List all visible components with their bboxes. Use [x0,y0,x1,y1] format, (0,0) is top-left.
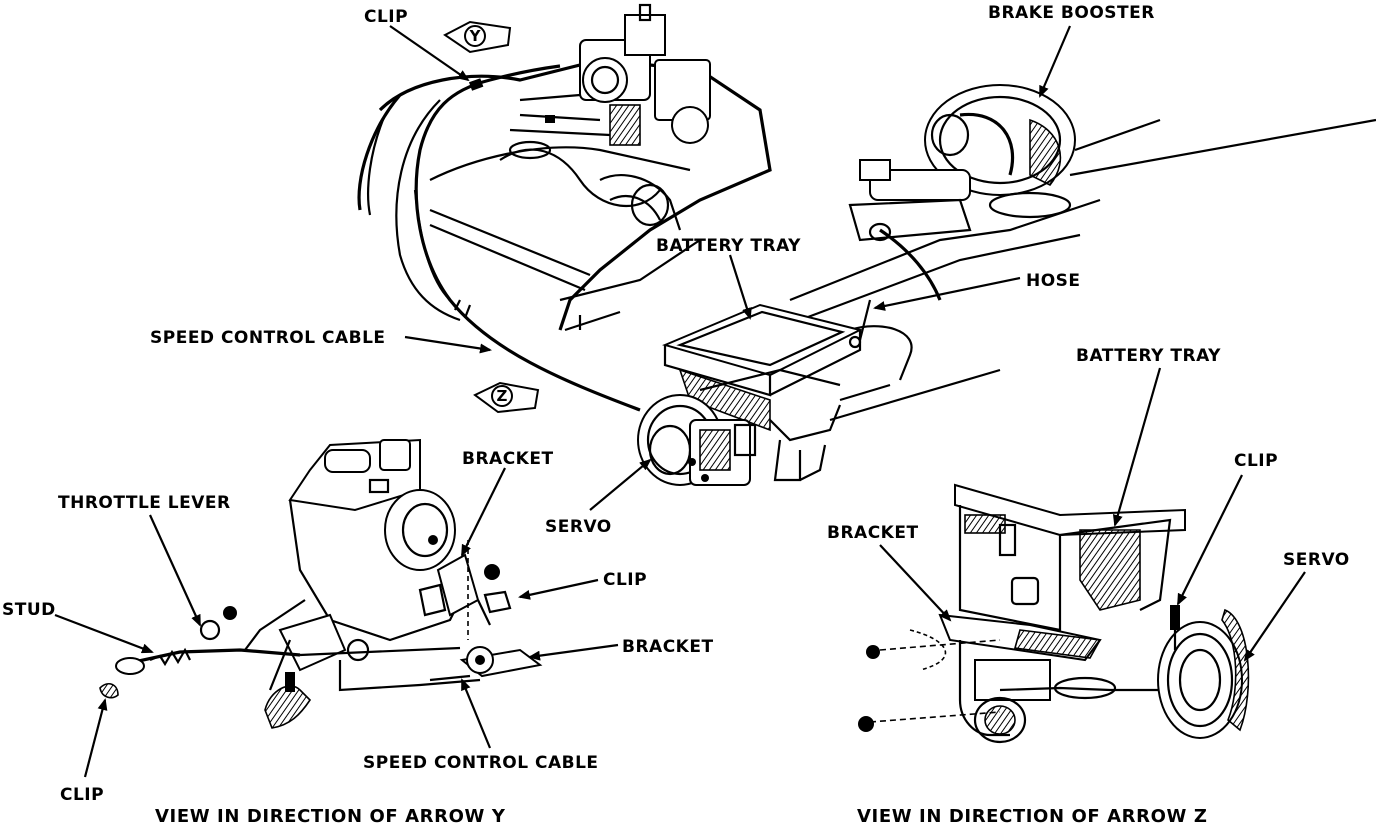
label-battery-tray-z: BATTERY TRAY [1076,346,1221,366]
arrow-y-indicator: Y [443,20,512,54]
frame-rail [789,198,1101,422]
view-captions: VIEW IN DIRECTION OF ARROW Y VIEW IN DIR… [155,806,1207,826]
caption-view-y: VIEW IN DIRECTION OF ARROW Y [155,806,506,826]
label-clip-y-right: CLIP [603,570,647,590]
callout-labels: CLIP BRAKE BOOSTER BATTERY TRAY HOSE SPE… [2,3,1350,805]
label-bracket-z: BRACKET [827,523,919,543]
label-speed-control-cable-y: SPEED CONTROL CABLE [363,753,599,773]
label-clip-y-bottom: CLIP [60,785,104,805]
label-clip-z: CLIP [1234,451,1278,471]
servo-main [637,394,757,486]
view-z-servo-assembly [858,483,1250,744]
label-bracket-y-upper: BRACKET [462,449,554,469]
brake-booster-assembly [848,84,1376,242]
view-y-throttle-assembly [99,438,543,729]
leader-lines [54,25,1306,778]
caption-view-z: VIEW IN DIRECTION OF ARROW Z [857,806,1207,826]
arrow-z-indicator: Z [473,381,540,414]
label-stud: STUD [2,600,56,620]
battery-tray-main [661,303,863,482]
label-battery-tray-main: BATTERY TRAY [656,236,801,256]
label-speed-control-cable-main: SPEED CONTROL CABLE [150,328,386,348]
label-servo-main: SERVO [545,517,612,537]
arrow-y-label: Y [469,27,482,45]
speed-control-cable-main [395,64,641,412]
label-hose: HOSE [1026,271,1081,291]
label-brake-booster: BRAKE BOOSTER [988,3,1155,23]
carburetor [508,3,711,160]
label-servo-z: SERVO [1283,550,1350,570]
arrow-z-label: Z [497,387,508,405]
label-throttle-lever: THROTTLE LEVER [58,493,231,513]
hose [848,228,942,349]
label-clip-top: CLIP [364,7,408,27]
label-bracket-y-lower: BRACKET [622,637,714,657]
